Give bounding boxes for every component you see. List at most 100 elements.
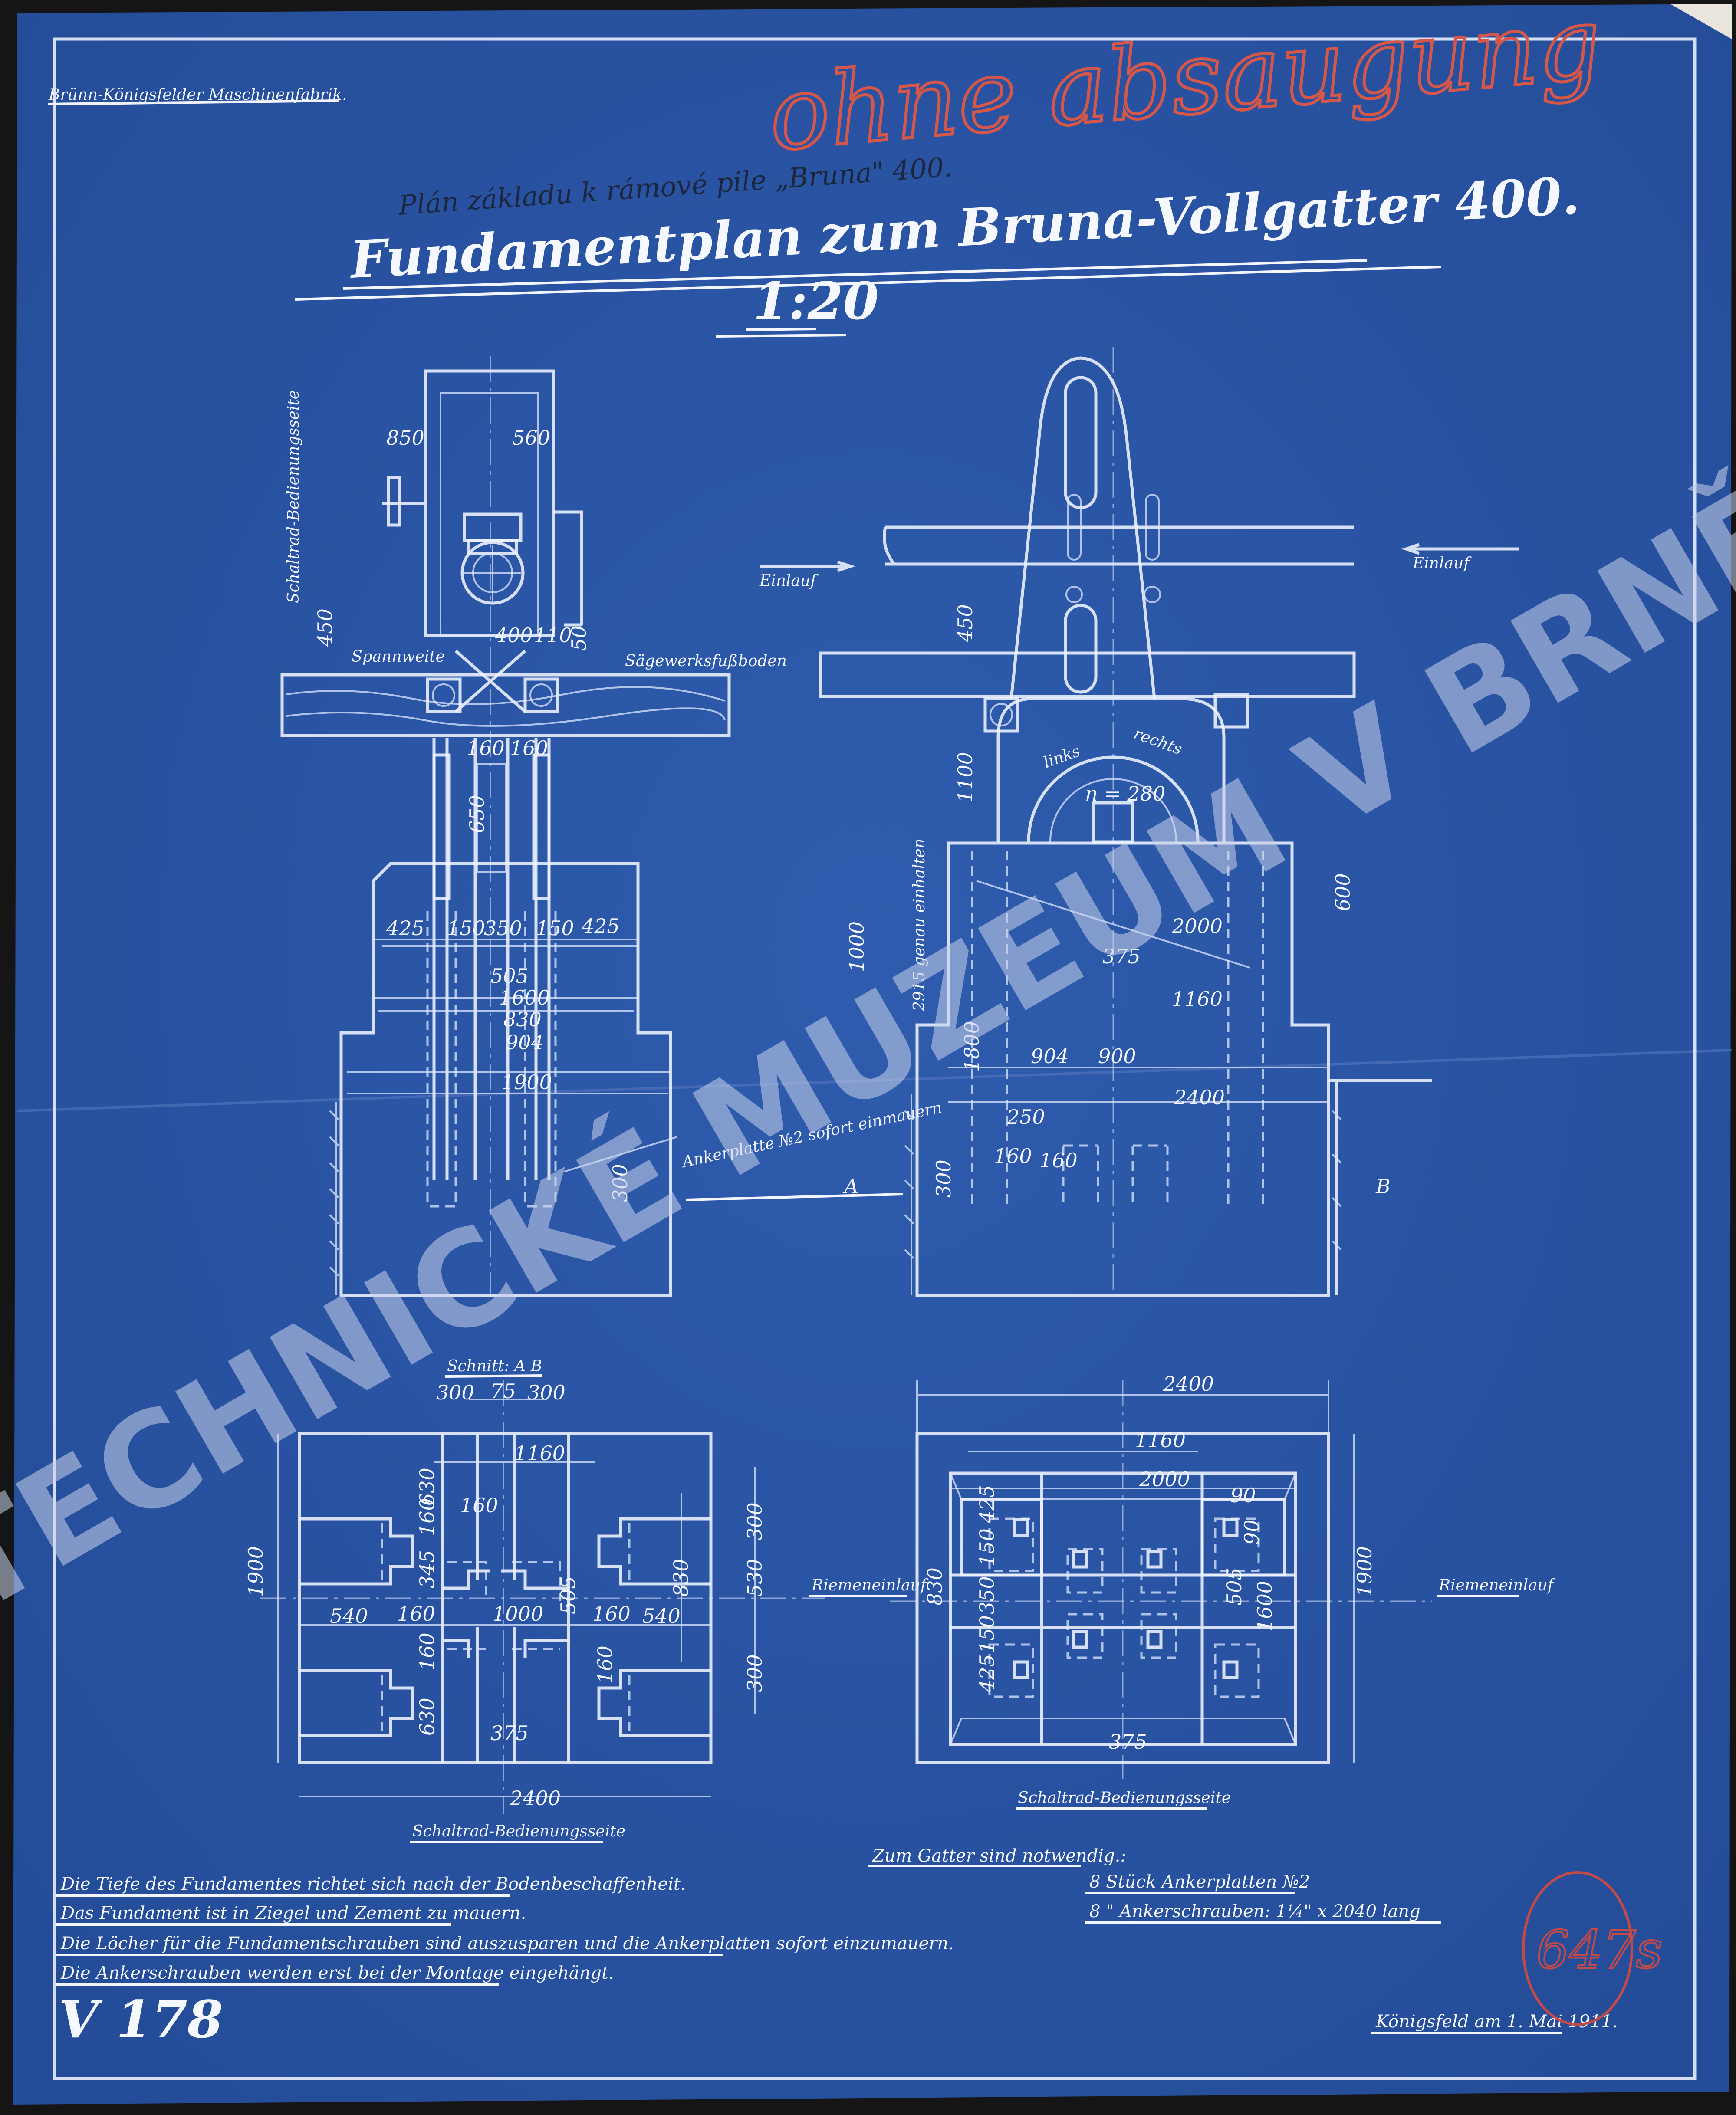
svg-text:160: 160 [397,1602,435,1626]
svg-text:300: 300 [436,1381,474,1404]
inventory-stamp: 647s [1522,1871,1664,2026]
svg-text:350: 350 [484,916,522,940]
svg-text:160: 160 [994,1144,1032,1168]
svg-text:1160: 1160 [514,1442,565,1465]
svg-text:600: 600 [1331,873,1355,911]
svg-text:647s: 647s [1536,1920,1663,1980]
svg-text:300: 300 [608,1164,632,1202]
svg-text:530: 530 [743,1559,766,1597]
svg-text:830: 830 [669,1559,693,1597]
svg-text:160: 160 [1039,1149,1078,1172]
svg-text:150: 150 [447,916,485,940]
svg-text:110: 110 [534,624,572,647]
svg-text:1600: 1600 [1253,1581,1276,1632]
svg-text:Einlauf: Einlauf [759,572,819,590]
svg-text:1900: 1900 [501,1071,552,1094]
svg-text:830: 830 [923,1567,947,1606]
svg-text:2000: 2000 [1171,914,1223,938]
drawing-number: V 178 [59,1989,223,2049]
svg-text:630: 630 [415,1698,439,1736]
svg-text:Spannweite: Spannweite [352,648,445,666]
svg-text:505: 505 [556,1576,580,1614]
svg-text:Riemeneinlauf: Riemeneinlauf [811,1576,929,1594]
svg-text:900: 900 [1098,1044,1136,1068]
svg-text:150: 150 [975,1615,999,1653]
svg-text:8 Stück Ankerplatten №2: 8 Stück Ankerplatten №2 [1089,1872,1310,1892]
svg-text:160: 160 [593,1645,617,1684]
svg-text:250: 250 [1006,1105,1045,1129]
torn-corner [1671,4,1732,39]
note-line: Das Fundament ist in Ziegel und Zement z… [60,1903,526,1923]
note-line: Die Tiefe des Fundamentes richtet sich n… [60,1874,686,1894]
fold-line [17,1049,1732,1112]
left-elevation-drawing [280,356,731,1297]
svg-text:630: 630 [415,1468,439,1506]
svg-text:425: 425 [386,916,424,940]
svg-text:505: 505 [490,964,529,988]
date-place: Königsfeld am 1. Mai 1911. [1375,2012,1618,2032]
svg-text:850: 850 [386,426,424,450]
svg-text:540: 540 [642,1604,681,1628]
svg-text:1000: 1000 [845,921,868,972]
drawing-border [53,37,1697,2080]
svg-text:90: 90 [1240,1519,1263,1545]
svg-text:160: 160 [415,1632,439,1671]
svg-text:160: 160 [415,1498,439,1536]
svg-text:425: 425 [975,1485,999,1524]
svg-text:Schaltrad-Bedienungsseite: Schaltrad-Bedienungsseite [1018,1789,1231,1807]
plan-left-labels: Schnitt: A B 300 75 300 1160 630 160 190… [244,1357,929,1843]
svg-text:375: 375 [1102,945,1141,968]
svg-text:2400: 2400 [1163,1372,1214,1396]
svg-text:n = 280: n = 280 [1085,782,1165,805]
svg-text:1800: 1800 [960,1021,983,1072]
svg-text:1600: 1600 [499,986,550,1009]
notes: Die Tiefe des Fundamentes richtet sich n… [56,1874,954,1986]
svg-text:300: 300 [932,1159,955,1198]
svg-text:375: 375 [490,1721,529,1745]
svg-text:1900: 1900 [1353,1546,1376,1597]
svg-text:425: 425 [975,1654,999,1693]
note-line: Die Löcher für die Fundamentschrauben si… [60,1934,954,1954]
svg-text:1100: 1100 [953,752,977,803]
svg-text:1000: 1000 [493,1602,543,1626]
svg-text:350: 350 [975,1576,999,1614]
svg-text:160: 160 [460,1494,498,1517]
svg-text:150: 150 [536,916,574,940]
svg-text:2915 genau einhalten: 2915 genau einhalten [911,838,928,1012]
svg-text:560: 560 [512,426,550,450]
plan-right-labels: 2400 1160 2000 90 90 1900 Riemeneinlauf … [923,1372,1556,1810]
svg-text:Schaltrad-Bedienungsseite: Schaltrad-Bedienungsseite [412,1823,625,1840]
svg-text:1900: 1900 [244,1546,267,1597]
drawing-scale: 1:20 [753,271,879,331]
svg-text:505: 505 [1223,1567,1246,1606]
svg-text:1160: 1160 [1135,1429,1186,1452]
svg-text:Zum Gatter sind notwendig.:: Zum Gatter sind notwendig.: [871,1846,1126,1866]
note-line: Die Ankerschrauben werden erst bei der M… [60,1963,614,1983]
svg-text:450: 450 [953,604,977,643]
svg-text:375: 375 [1109,1730,1147,1754]
svg-text:Schnitt: A B: Schnitt: A B [447,1357,542,1375]
svg-text:Sägewerksfußboden: Sägewerksfußboden [625,652,787,670]
right-elevation-labels: Einlauf Einlauf 450 1100 links rechts n … [759,555,1472,1198]
right-elevation-drawing [760,347,1519,1297]
svg-text:75: 75 [490,1379,516,1403]
svg-text:50: 50 [567,625,591,651]
svg-text:650: 650 [465,795,489,833]
svg-text:300: 300 [527,1381,566,1404]
svg-text:8 " Ankerschrauben: 1¼" x 2: 8 " Ankerschrauben: 1¼" x 2040 lang [1089,1902,1420,1921]
svg-text:90: 90 [1230,1484,1256,1507]
svg-text:904: 904 [1031,1044,1069,1068]
svg-text:904: 904 [506,1031,544,1054]
svg-text:300: 300 [743,1502,766,1540]
svg-text:Einlauf: Einlauf [1412,555,1472,572]
svg-text:B: B [1375,1175,1391,1198]
svg-text:450: 450 [313,608,337,647]
requirements: Zum Gatter sind notwendig.: 8 Stück Anke… [868,1846,1441,1924]
svg-text:150: 150 [975,1528,999,1567]
svg-text:Schaltrad-Bedienungsseite: Schaltrad-Bedienungsseite [285,390,302,603]
svg-text:160: 160 [592,1602,631,1626]
plan-left-drawing [260,1380,825,1814]
svg-text:300: 300 [743,1654,766,1692]
svg-text:425: 425 [581,914,620,938]
